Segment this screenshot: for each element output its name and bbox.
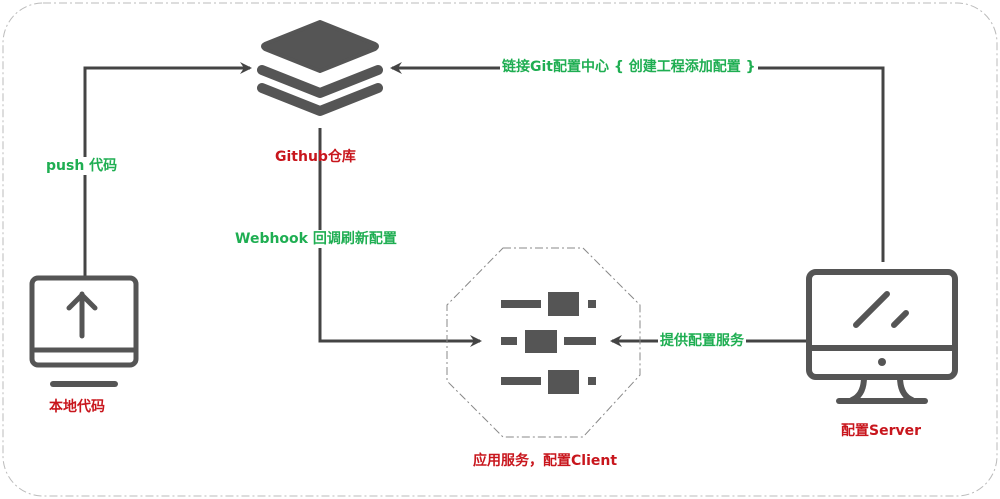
edge-label-link-git: 链接Git配置中心 { 创建工程添加配置 } — [500, 58, 758, 76]
power-dot-icon — [878, 358, 886, 366]
edge-label-push: push 代码 — [44, 157, 120, 175]
node-label-server: 配置Server — [841, 423, 922, 439]
edge-push — [83, 62, 252, 278]
edge-webhook — [318, 128, 482, 347]
edge-link-git — [390, 62, 885, 262]
node-label-client: 应用服务，配置Client — [473, 453, 618, 469]
client-boundary — [446, 247, 641, 438]
edge-label-provide: 提供配置服务 — [658, 332, 746, 350]
desktop-monitor-icon — [806, 269, 958, 404]
layers-icon — [257, 20, 383, 116]
edge-label-webhook: Webhook 回调刷新配置 — [233, 230, 399, 248]
node-label-github: Github仓库 — [275, 149, 356, 165]
upload-monitor-icon — [29, 275, 139, 387]
sliders-icon — [501, 292, 596, 394]
node-label-local: 本地代码 — [49, 399, 105, 415]
